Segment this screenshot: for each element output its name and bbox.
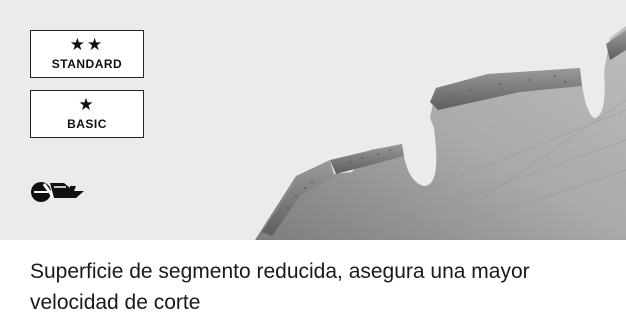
- diamond-blade-image: [255, 26, 626, 240]
- one-star-icon: ★: [78, 95, 96, 115]
- hand-held-cutting-machine-icon: [31, 182, 84, 202]
- standard-quality-badge: ★★ STANDARD: [30, 30, 144, 78]
- standard-label: STANDARD: [51, 57, 123, 71]
- blade-image-panel: ★★ STANDARD ★ BASIC: [0, 0, 626, 240]
- two-stars-icon: ★★: [69, 35, 105, 55]
- basic-label: BASIC: [67, 117, 107, 131]
- basic-quality-badge: ★ BASIC: [30, 90, 144, 138]
- feature-description: Superficie de segmento reducida, asegura…: [30, 260, 530, 314]
